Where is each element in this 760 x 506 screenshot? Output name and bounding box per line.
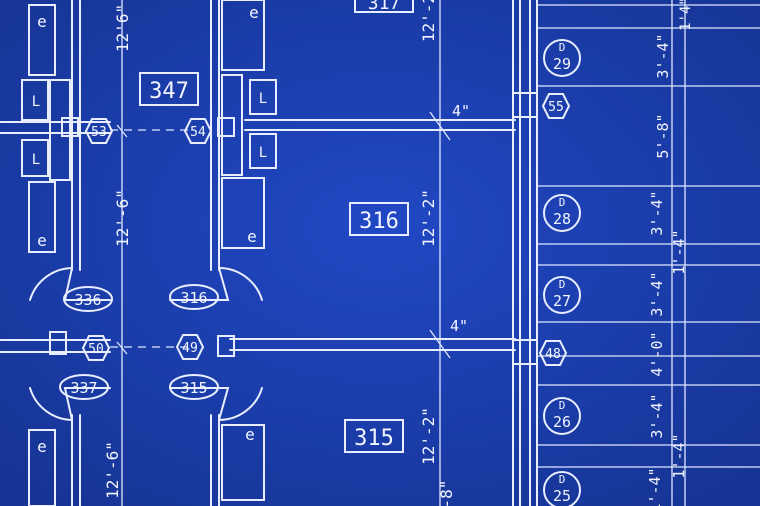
dim-center-top: 12'-2 [419, 0, 438, 42]
dim-right-7: 3'-4" [648, 393, 666, 438]
window-tag-number: 29 [553, 55, 571, 73]
window-tags: D 29 D 28 D 27 D 26 D 25 [543, 39, 581, 506]
fixture-e-2: e [37, 231, 47, 250]
dim-center-mid: 12'-2" [419, 189, 438, 247]
door-tag-316: 316 [180, 289, 207, 307]
dim-center-bottom: 12'-2" [419, 407, 438, 465]
dim-gap-mid: 4" [450, 317, 468, 335]
column-tag-54: 54 [190, 125, 206, 140]
fixture-e-5: e [37, 437, 47, 456]
dim-right-2: 5'-8" [654, 113, 672, 158]
dim-left-bottom: 12'-6" [103, 441, 122, 499]
room-label-317: 317 [368, 0, 401, 14]
dim-right-5: 3'-4" [648, 271, 666, 316]
fixture-e-6: e [245, 425, 255, 444]
dim-right-1: 3'-4" [654, 33, 672, 78]
column-tag-50: 50 [88, 342, 104, 357]
room-labels: 317 347 316 315 [139, 0, 414, 453]
fixture-l-3: L [259, 91, 267, 107]
fixture-l-4: L [259, 145, 267, 161]
fixture-e-4: e [247, 227, 257, 246]
fixture-e-3: e [249, 3, 259, 22]
dim-center-partial: -8" [437, 480, 456, 506]
fixture-l-2: L [32, 152, 40, 168]
dim-left-mid: 12'-6" [113, 189, 132, 247]
dim-right-4: 1'-4" [670, 229, 688, 274]
window-tag-number: 27 [553, 292, 571, 310]
dim-right-3: 3'-4" [648, 190, 666, 235]
door-tag-337: 337 [70, 379, 97, 397]
dim-gap-top: 4" [452, 102, 470, 120]
dimension-labels: 12'6" 12'-6" 12'-6" 12'-2 12'-2" 12'-2" … [103, 0, 694, 506]
room-label-316: 316 [359, 209, 399, 234]
window-tag-number: 26 [553, 413, 571, 431]
fixture-marks: e L L e e L L e e e [32, 3, 267, 456]
column-tag-55: 55 [548, 100, 564, 115]
column-tag-49: 49 [182, 341, 198, 356]
window-tag-number: 25 [553, 487, 571, 505]
dim-right-9: 1'-4" [646, 467, 664, 506]
dim-left-top: 12'6" [113, 4, 132, 52]
door-tags: 336 316 337 315 [59, 284, 219, 400]
column-tag-48: 48 [545, 347, 561, 362]
window-tag-mark: D [559, 473, 566, 486]
window-tag-mark: D [559, 41, 566, 54]
fixture-l-1: L [32, 94, 40, 110]
dim-right-8: 1'-4" [670, 433, 688, 478]
door-tag-336: 336 [74, 291, 101, 309]
room-label-315: 315 [354, 426, 394, 451]
column-tags: 53 54 50 49 55 48 [81, 93, 571, 366]
column-stubs [49, 92, 538, 365]
column-tag-53: 53 [91, 125, 107, 140]
dim-right-top: 1'4" [678, 0, 694, 31]
door-tag-315: 315 [180, 379, 207, 397]
room-label-347: 347 [149, 79, 189, 104]
fixture-boxes [21, 0, 277, 506]
window-tag-mark: D [559, 278, 566, 291]
fixture-e-1: e [37, 12, 47, 31]
window-tag-mark: D [559, 399, 566, 412]
window-tag-number: 28 [553, 210, 571, 228]
dim-right-6: 4'-0" [648, 331, 666, 376]
window-tag-mark: D [559, 196, 566, 209]
